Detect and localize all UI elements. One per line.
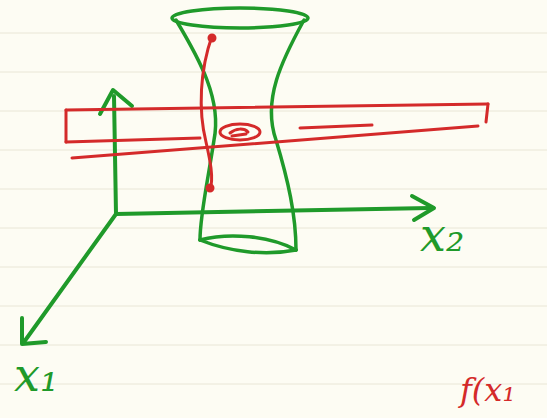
function-label: f(x₁: [460, 374, 515, 406]
axis-label: x₂: [420, 212, 464, 258]
axis-label: x₁: [14, 352, 58, 398]
